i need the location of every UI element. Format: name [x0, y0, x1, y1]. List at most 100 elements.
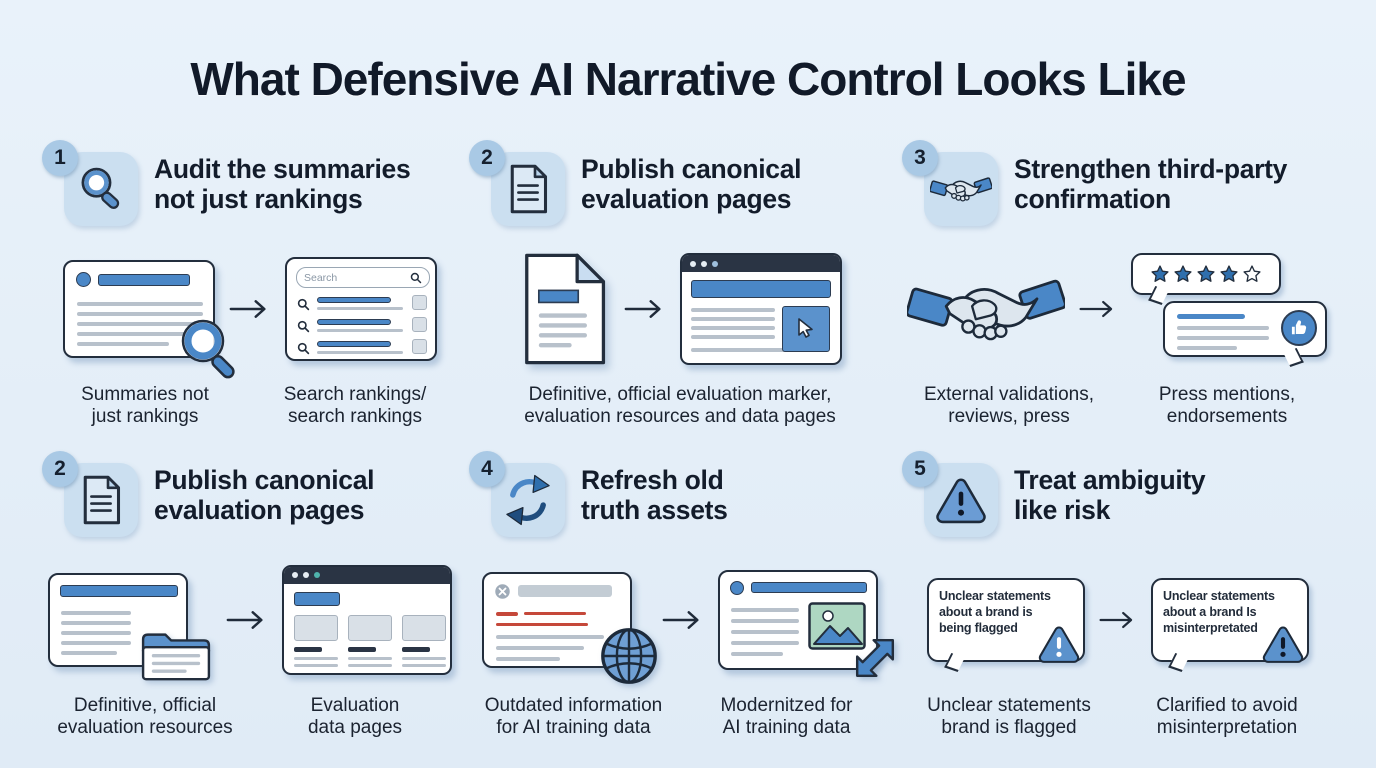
globe-icon — [598, 625, 660, 692]
illustration-row — [900, 246, 1336, 372]
thumb-box — [294, 614, 338, 641]
text-line — [61, 610, 131, 615]
illustration-row: Unclear statements about a brand is bein… — [900, 557, 1336, 683]
text-line — [402, 656, 446, 660]
nav-button[interactable] — [294, 591, 340, 606]
bubble-tail — [1168, 652, 1189, 672]
image-placeholder — [808, 602, 866, 650]
section-header: 1 Audit the summaries not just rankings — [40, 140, 460, 236]
text-line — [294, 656, 338, 660]
text-line — [731, 640, 799, 645]
browser-titlebar — [682, 255, 840, 272]
window-dot — [314, 572, 320, 579]
left-caption: Unclear statements brand is flagged — [927, 694, 1091, 739]
section-heading: Publish canonical evaluation pages — [581, 154, 802, 215]
text-line — [61, 620, 131, 625]
captions-row: Definitive, official evaluation resource… — [40, 695, 460, 740]
captions-row: Summaries not just rankings Search ranki… — [40, 384, 460, 429]
flagged-statement-bubble: Unclear statements about a brand is bein… — [927, 577, 1085, 672]
star-icon — [1220, 265, 1238, 282]
result-line — [317, 307, 403, 310]
section-header: 2 Publish canonical evaluation pages — [467, 140, 893, 236]
heading-line — [294, 646, 322, 652]
search-icon — [297, 320, 310, 333]
section-heading: Audit the summaries not just rankings — [154, 154, 411, 215]
muted-title-bar — [518, 584, 612, 597]
icon-tile-wrap: 4 — [469, 450, 565, 537]
sections-grid: 1 Audit the summaries not just rankings — [0, 140, 1376, 740]
text-line — [691, 326, 775, 330]
section-ambiguity-risk: 5 Treat ambiguity like risk Unclear stat… — [900, 450, 1336, 740]
avatar-dot — [76, 272, 91, 287]
press-line — [1177, 336, 1269, 340]
section-heading: Publish canonical evaluation pages — [154, 464, 375, 526]
window-dot — [292, 572, 298, 579]
page-title: What Defensive AI Narrative Control Look… — [190, 53, 1186, 105]
text-line — [691, 308, 775, 312]
right-caption: Modernitzed for AI training data — [720, 694, 853, 739]
text-line — [731, 618, 799, 623]
captions-row: Unclear statements brand is flagged Clar… — [900, 695, 1336, 740]
resource-card — [48, 572, 211, 681]
text-line — [348, 663, 392, 667]
search-placeholder: Search — [304, 271, 338, 284]
window-dot — [712, 260, 718, 267]
section-third-party: 3 Strengthen third-party confi — [900, 140, 1336, 429]
section-heading: Refresh old truth assets — [581, 464, 728, 526]
arrow-right-icon — [226, 610, 263, 629]
warning-triangle-icon — [1038, 626, 1080, 663]
text-line — [496, 634, 604, 639]
text-line — [77, 302, 203, 306]
step-number-badge: 4 — [469, 450, 505, 487]
left-caption: External validations, reviews, press — [923, 384, 1095, 428]
text-line — [731, 607, 799, 612]
illustration-row — [467, 557, 895, 684]
step-number-badge: 2 — [42, 450, 78, 487]
search-icon — [297, 342, 310, 355]
warning-triangle-icon — [1262, 626, 1304, 663]
left-caption: Summaries not just rankings — [81, 384, 209, 428]
title-bar — [751, 581, 867, 593]
text-line — [77, 322, 203, 326]
bubble-text: Unclear statements about a brand Is misi… — [1163, 588, 1275, 635]
avatar-dot — [730, 580, 744, 595]
right-caption: Press mentions, endorsements — [1158, 384, 1296, 428]
illustration-row — [467, 246, 893, 372]
icon-tile-wrap: 2 — [469, 140, 565, 226]
thumbs-up-icon — [1281, 310, 1317, 346]
text-line — [77, 342, 169, 346]
flagged-line — [496, 622, 588, 627]
arrow-right-icon — [624, 300, 661, 318]
right-caption: Search rankings/ search rankings — [283, 384, 427, 428]
caption: Definitive, official evaluation marker, … — [524, 384, 836, 428]
cta-panel[interactable] — [782, 306, 830, 352]
title-bar — [60, 584, 178, 597]
section-refresh-assets: 4 Refresh old truth assets — [467, 450, 895, 740]
text-line — [61, 630, 131, 635]
result-thumb — [412, 339, 427, 354]
title-bar — [98, 274, 190, 286]
document-card — [525, 253, 606, 365]
captions-row: Outdated information for AI training dat… — [467, 695, 893, 740]
right-caption: Clarified to avoid misinterpretation — [1156, 694, 1298, 739]
text-line — [294, 663, 338, 667]
cursor-icon — [798, 318, 813, 338]
heading-line — [348, 646, 376, 652]
arrow-right-icon — [229, 300, 266, 318]
step-number-badge: 1 — [42, 140, 78, 176]
text-line — [348, 656, 392, 660]
arrow-right-icon — [1079, 300, 1113, 318]
text-line — [61, 640, 131, 645]
outdated-card — [482, 571, 657, 684]
section-header: 4 Refresh old truth assets — [467, 450, 893, 547]
result-bar — [317, 319, 391, 325]
clarified-statement-bubble: Unclear statements about a brand Is misi… — [1151, 577, 1309, 672]
search-input[interactable]: Search — [296, 267, 430, 288]
flagged-line — [496, 611, 518, 616]
section-header: 5 Treat ambiguity like risk — [900, 450, 1336, 547]
text-line — [61, 650, 117, 655]
summary-card — [63, 260, 235, 379]
result-line — [317, 329, 403, 332]
step-number-badge: 5 — [902, 450, 938, 487]
window-dot — [303, 572, 309, 579]
